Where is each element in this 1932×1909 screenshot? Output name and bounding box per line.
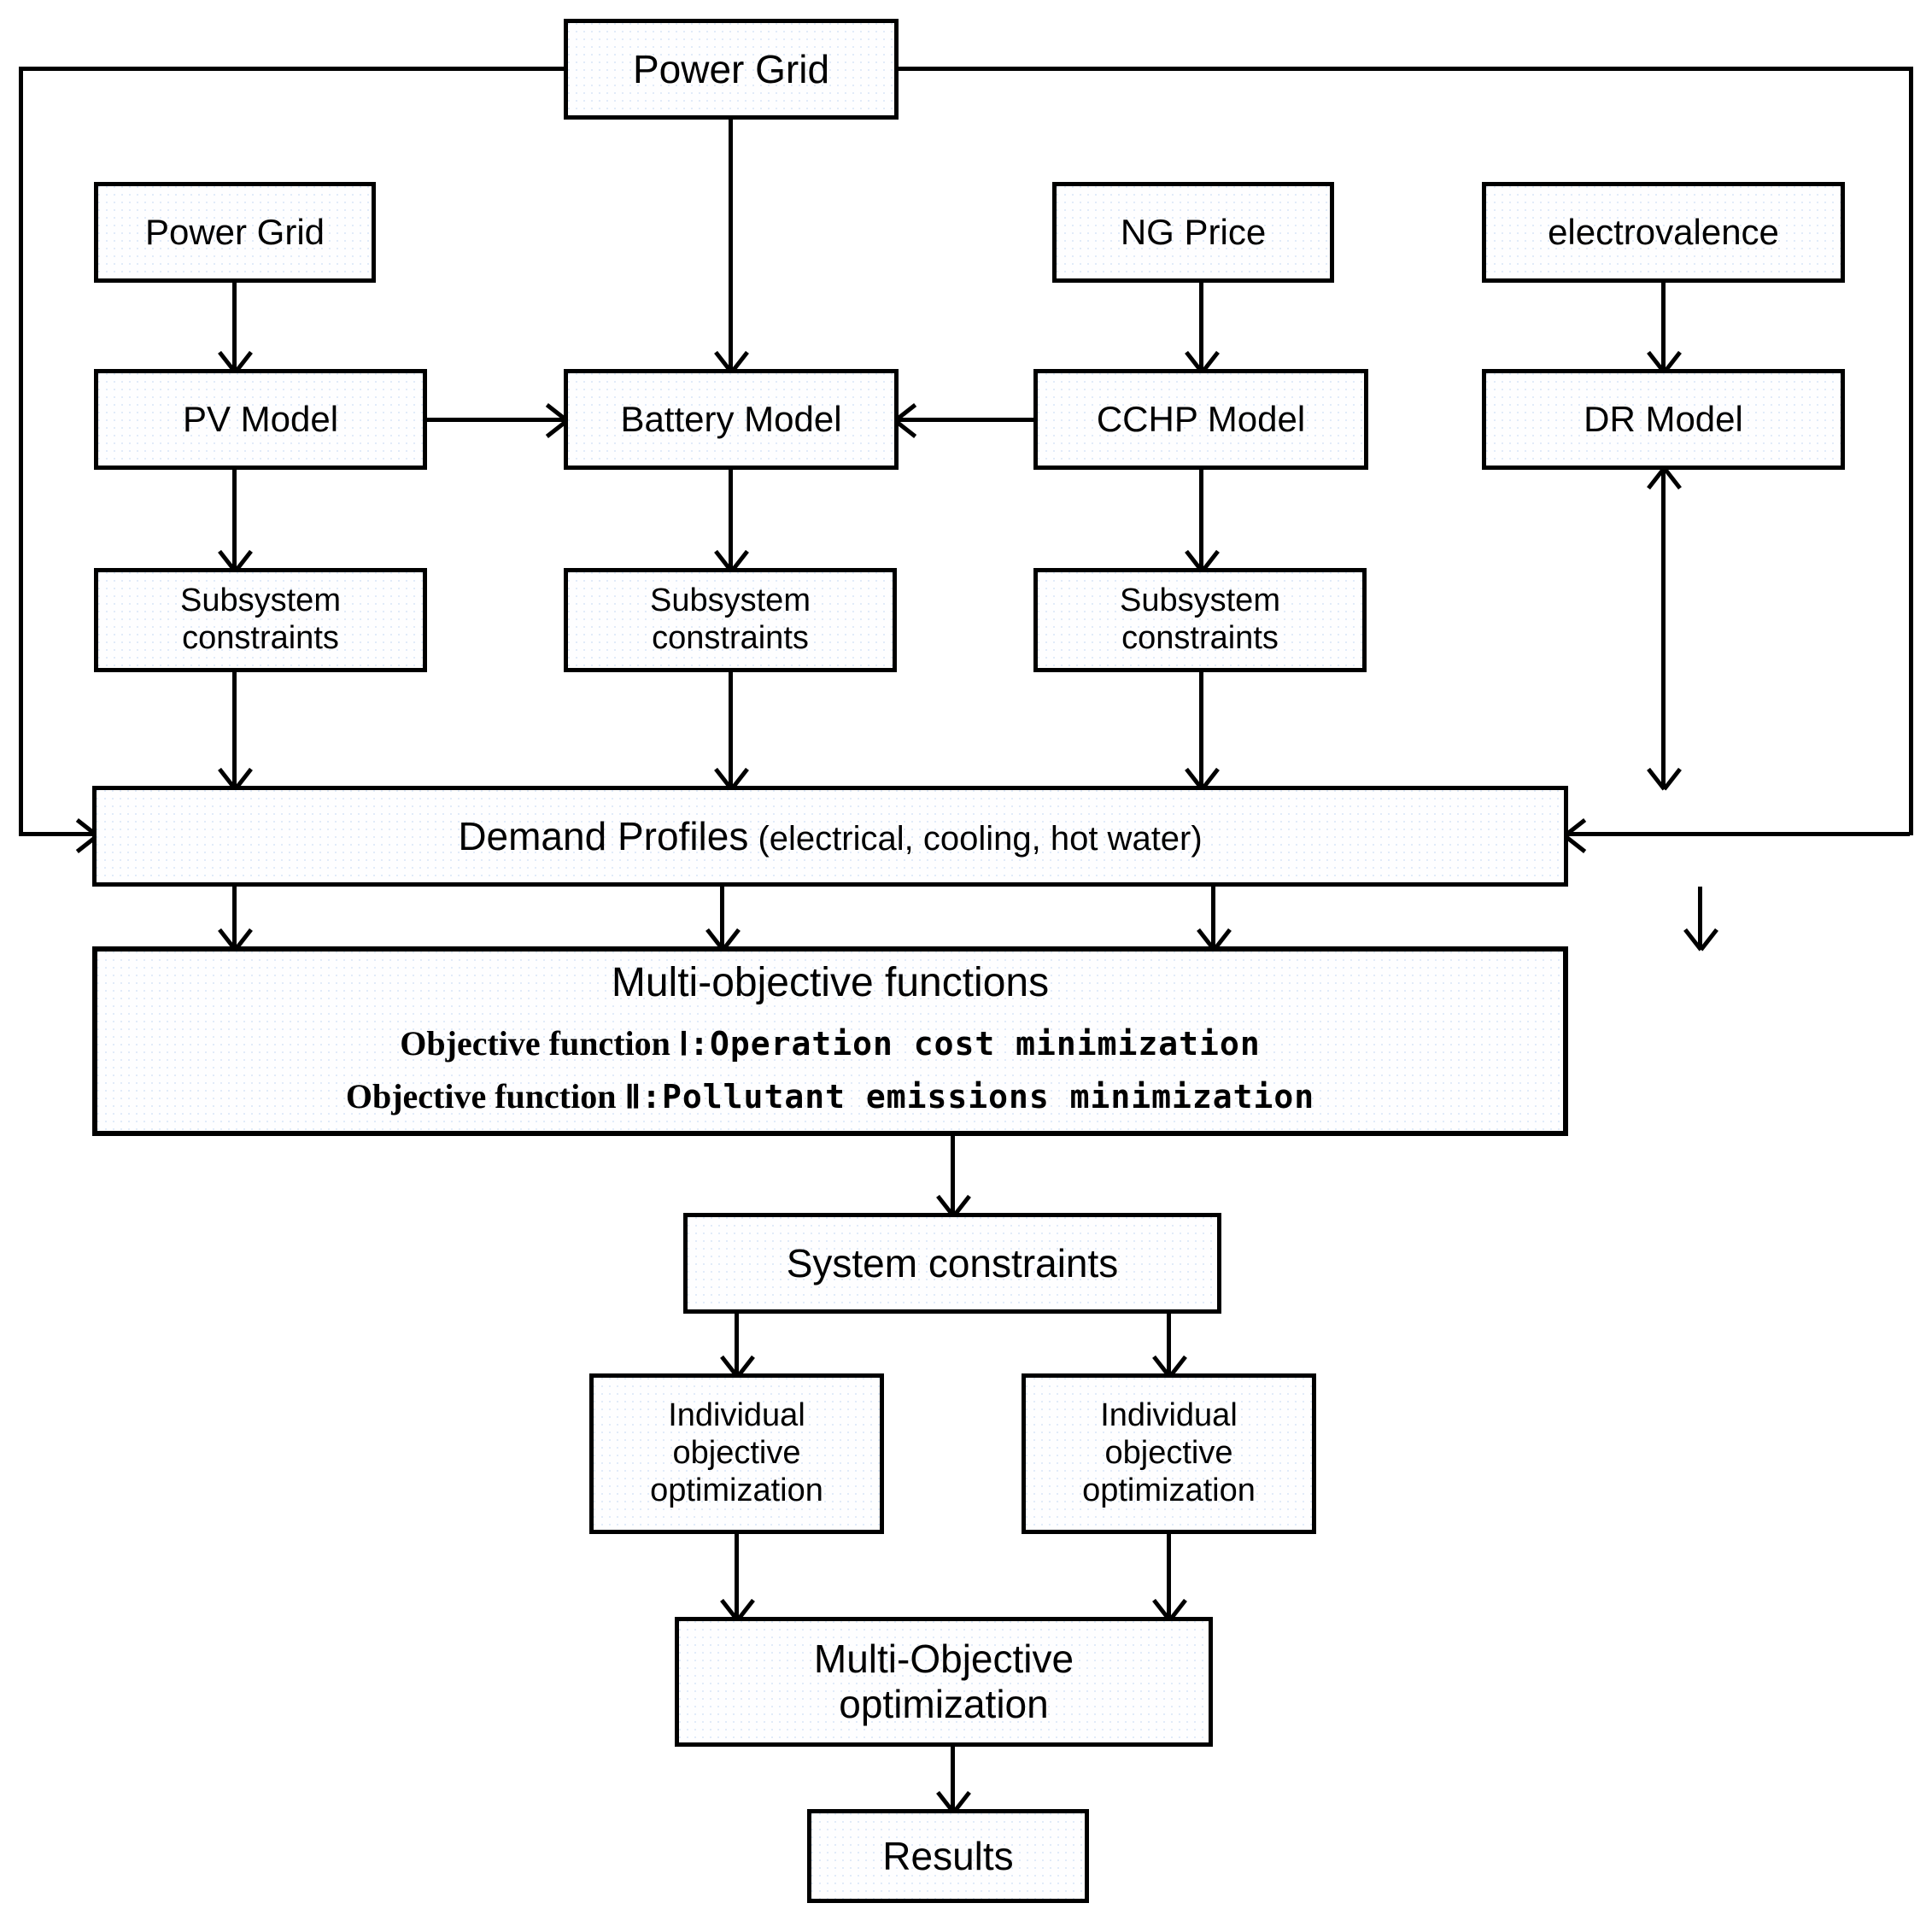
connector-powergrid-left-v — [19, 67, 23, 835]
objective-1-head: Objective function — [400, 1023, 679, 1063]
node-dr-model[interactable]: DR Model — [1482, 369, 1845, 470]
connector-cchp-battery — [899, 418, 1033, 422]
connector-demand-mof-1 — [232, 887, 237, 946]
connector-pv-subsystem1 — [232, 470, 237, 568]
node-results[interactable]: Results — [807, 1809, 1089, 1903]
node-electrovalence[interactable]: electrovalence — [1482, 182, 1845, 283]
connector-battery-subsystem2 — [729, 470, 733, 568]
connector-powergrid-right-h2 — [1568, 832, 1910, 836]
multi-objective-functions-title: Multi-objective functions — [611, 960, 1050, 1006]
node-system-constraints[interactable]: System constraints — [683, 1213, 1221, 1314]
node-pv-model[interactable]: PV Model — [94, 369, 427, 470]
node-label: CCHP Model — [1096, 398, 1306, 439]
demand-profiles-title: Demand Profiles — [458, 813, 749, 858]
node-individual-objective-optimization-1[interactable]: Individual objective optimization — [589, 1373, 884, 1534]
connector-mof-systemconstraints — [951, 1136, 955, 1213]
connector-ind1-multiobjopt — [735, 1534, 739, 1617]
connector-powergrid-right-h1 — [897, 67, 1913, 71]
node-label: DR Model — [1584, 398, 1743, 439]
node-label: Results — [882, 1833, 1014, 1878]
node-multi-objective-optimization[interactable]: Multi-Objective optimization — [675, 1617, 1213, 1747]
connector-powergrid-battery — [729, 120, 733, 369]
objective-function-1: Objective function Ⅰ:Operation cost mini… — [400, 1024, 1260, 1063]
connector-demand-mof-3 — [1211, 887, 1215, 946]
connector-subsystem3-demand — [1199, 672, 1203, 786]
node-subsystem-constraints-3[interactable]: Subsystem constraints — [1033, 568, 1367, 672]
connector-powergrid-right-v — [1909, 67, 1913, 835]
node-label: Power Grid — [144, 211, 325, 252]
node-label: Subsystem constraints — [180, 583, 341, 656]
connector-multiobjopt-results — [951, 1747, 955, 1809]
objective-2-head: Objective function — [345, 1076, 625, 1116]
node-label: PV Model — [182, 398, 339, 439]
node-cchp-model[interactable]: CCHP Model — [1033, 369, 1368, 470]
connector-ngprice-cchp — [1199, 283, 1203, 369]
connector-pv-battery — [427, 418, 564, 422]
node-label: Individual objective optimization — [1082, 1397, 1256, 1508]
objective-1-body: Ⅰ:Operation cost minimization — [678, 1024, 1261, 1063]
demand-profiles-subtitle: (electrical, cooling, hot water) — [748, 819, 1203, 858]
connector-subsystem1-demand — [232, 672, 237, 786]
node-label: NG Price — [1120, 211, 1267, 252]
connector-subsystem2-demand — [729, 672, 733, 786]
node-label: Subsystem constraints — [1120, 583, 1280, 656]
node-power-grid-source[interactable]: Power Grid — [94, 182, 376, 283]
objective-2-body: Ⅱ:Pollutant emissions minimization — [624, 1077, 1315, 1116]
connector-dr-demand-bidirectional — [1661, 470, 1666, 786]
connector-ind2-multiobjopt — [1167, 1534, 1171, 1617]
objective-function-2: Objective function Ⅱ:Pollutant emissions… — [346, 1077, 1314, 1116]
node-label: electrovalence — [1548, 211, 1779, 252]
node-multi-objective-functions[interactable]: Multi-objective functions Objective func… — [92, 946, 1568, 1136]
node-label: System constraints — [786, 1240, 1119, 1285]
node-battery-model[interactable]: Battery Model — [564, 369, 899, 470]
connector-demand-mof-2 — [720, 887, 724, 946]
connector-systemconstraints-ind1-v1 — [735, 1314, 739, 1373]
node-subsystem-constraints-2[interactable]: Subsystem constraints — [564, 568, 897, 672]
node-label: Power Grid — [632, 46, 830, 91]
node-label-composite: Demand Profiles (electrical, cooling, ho… — [453, 814, 1207, 859]
connector-cchp-subsystem3 — [1199, 470, 1203, 568]
connector-powergrid-left-h2 — [19, 832, 94, 836]
connector-powergridsrc-pv — [232, 283, 237, 369]
node-power-grid-top[interactable]: Power Grid — [564, 19, 899, 120]
node-ng-price[interactable]: NG Price — [1052, 182, 1334, 283]
node-label: Multi-Objective optimization — [813, 1637, 1074, 1726]
node-individual-objective-optimization-2[interactable]: Individual objective optimization — [1022, 1373, 1316, 1534]
node-label: Individual objective optimization — [650, 1397, 823, 1508]
connector-powergrid-left-h1 — [19, 67, 565, 71]
node-label: Battery Model — [620, 398, 842, 439]
node-subsystem-constraints-1[interactable]: Subsystem constraints — [94, 568, 427, 672]
connector-demand-mof-4 — [1698, 887, 1702, 946]
node-label: Subsystem constraints — [650, 583, 811, 656]
connector-systemconstraints-ind2-v1 — [1167, 1314, 1171, 1373]
connector-electrovalence-dr — [1661, 283, 1666, 369]
node-demand-profiles[interactable]: Demand Profiles (electrical, cooling, ho… — [92, 786, 1568, 887]
